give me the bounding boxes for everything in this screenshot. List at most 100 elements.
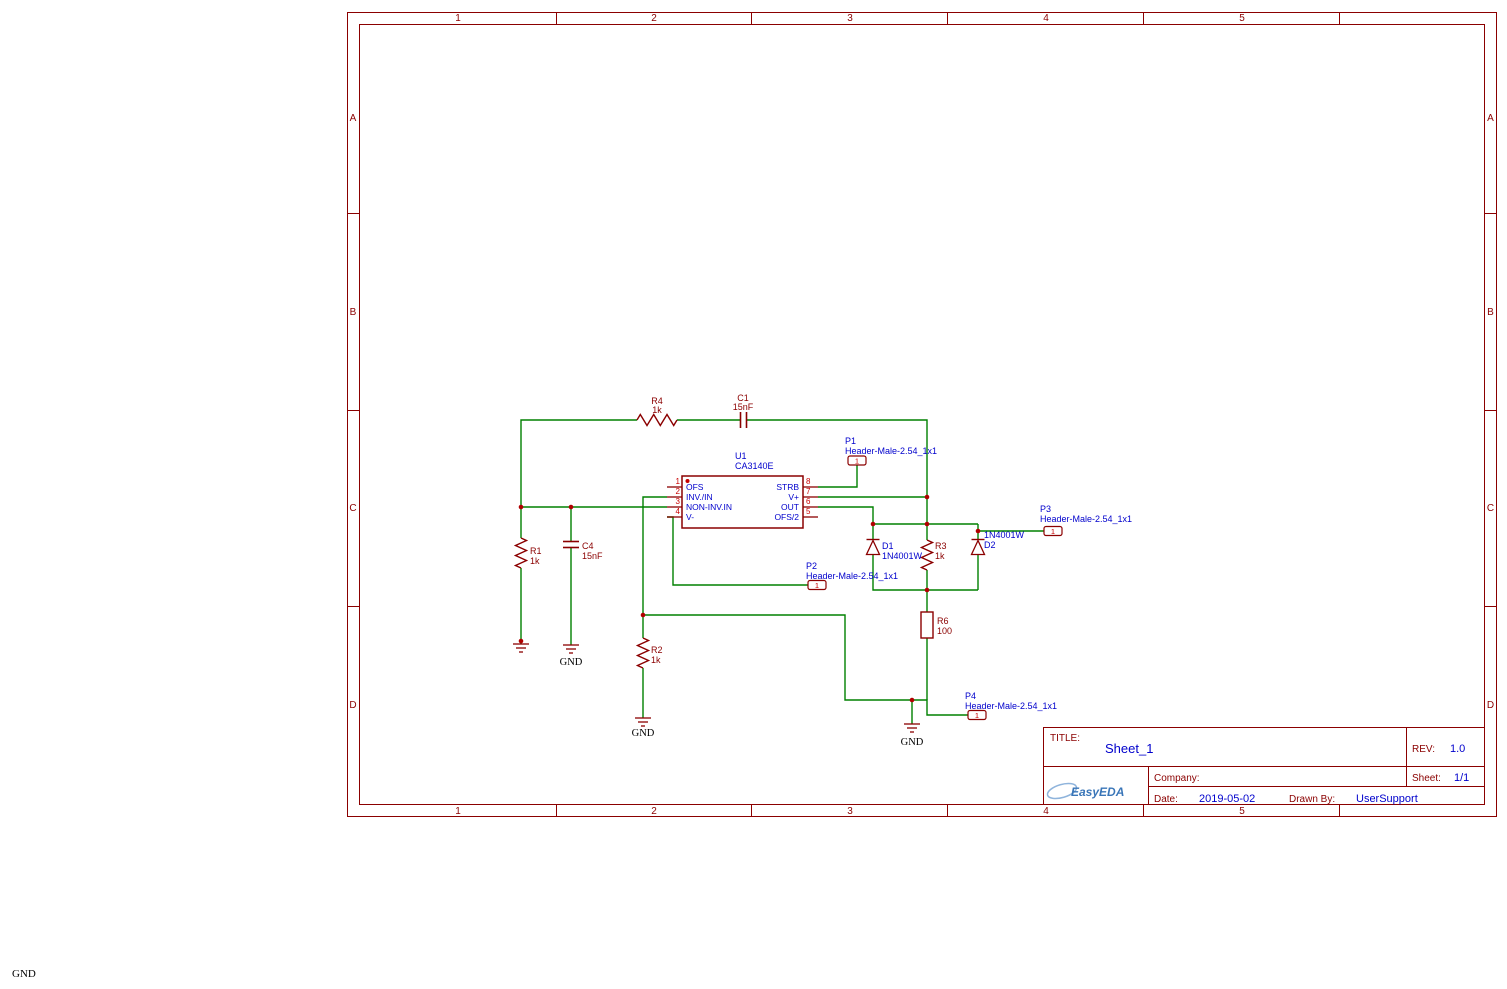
junction-dot: [568, 504, 574, 510]
gnd-symbol-2: [563, 644, 579, 654]
junction-dot: [924, 521, 930, 527]
date-label: Date:: [1154, 794, 1178, 805]
gnd-symbol-1: [513, 643, 529, 653]
junction-dot: [909, 697, 915, 703]
easyeda-logo-swoosh: [1046, 782, 1078, 800]
gnd-net-label: GND: [901, 737, 924, 748]
column-label-bottom: 1: [455, 806, 461, 817]
component-r6: R6 100: [920, 611, 952, 639]
u1-pin-name: OFS: [686, 482, 704, 492]
easyeda-logo-text: EasyEDA: [1071, 785, 1124, 799]
c4-value-label: 15nF: [582, 551, 603, 561]
p4-ref-label: P4: [965, 691, 976, 701]
drawn-by-value: UserSupport: [1356, 793, 1418, 805]
component-p3: 1 P3 Header-Male-2.54_1x1: [1040, 504, 1132, 537]
d1-ref-label: D1: [882, 541, 894, 551]
d2-triangle: [970, 538, 986, 556]
p1-pin-number: 1: [855, 457, 859, 466]
title-block: TITLE: Sheet_1 REV: 1.0 Company: Sheet: …: [1043, 727, 1485, 805]
r3-ref-label: R3: [935, 541, 947, 551]
r3-value-label: 1k: [935, 551, 945, 561]
u1-pin-name: V+: [788, 492, 799, 502]
u1-ref-label: U1: [735, 451, 747, 461]
wire-segment: [747, 419, 928, 524]
p1-ref-label: P1: [845, 436, 856, 446]
r4-value-label: 1k: [652, 405, 662, 415]
p2-ref-label: P2: [806, 561, 817, 571]
gnd-symbol-4: [904, 723, 920, 733]
column-label-top: 5: [1239, 13, 1245, 24]
frame-inner-border: [359, 24, 1485, 805]
r6-ref-label: R6: [937, 616, 949, 626]
u1-pin-number: 6: [806, 497, 811, 506]
d1-value-label: 1N4001W: [882, 551, 923, 561]
column-label-top: 4: [1043, 13, 1049, 24]
rev-value: 1.0: [1450, 743, 1465, 755]
row-label-left: C: [349, 503, 356, 514]
row-label-left: B: [350, 307, 357, 318]
component-p4: 1 P4 Header-Male-2.54_1x1: [965, 691, 1057, 721]
component-r4: R4 1k: [636, 396, 678, 427]
easyeda-logo: EasyEDA: [1046, 782, 1124, 800]
u1-pin-number: 7: [806, 487, 811, 496]
column-label-bottom: 3: [847, 806, 853, 817]
wire-segment: [818, 506, 874, 524]
u1-pin-name: OFS/2: [774, 512, 799, 522]
gnd-symbol-3: [635, 717, 651, 727]
row-label-left: D: [349, 700, 356, 711]
r6-value-label: 100: [937, 626, 952, 636]
p4-pin-number: 1: [975, 711, 979, 720]
junction-dot: [975, 528, 981, 534]
u1-pin-number: 2: [676, 487, 681, 496]
column-label-bottom: 4: [1043, 806, 1049, 817]
d1-triangle: [865, 538, 881, 556]
component-r2: R2 1k: [635, 637, 663, 669]
sheet-frame: [347, 12, 1497, 817]
u1-pin-number: 5: [806, 507, 811, 516]
row-label-right: B: [1487, 307, 1494, 318]
wire-segment: [643, 614, 968, 716]
r1-ref-label: R1: [530, 546, 542, 556]
u1-pin-number: 8: [806, 477, 811, 486]
column-label-top: 1: [455, 13, 461, 24]
drawn-by-label: Drawn By:: [1289, 794, 1335, 805]
component-c4: C4 15nF: [563, 540, 603, 561]
junction-dots: [518, 494, 981, 703]
gnd-net-label: GND: [632, 728, 655, 739]
c1-value-label: 15nF: [733, 402, 754, 412]
p1-value-label: Header-Male-2.54_1x1: [845, 446, 937, 456]
u1-pin-number: 1: [676, 477, 681, 486]
column-label-top: 2: [651, 13, 657, 24]
r1-value-label: 1k: [530, 556, 540, 566]
u1-pin1-marker: [685, 479, 690, 483]
wire-segment: [818, 465, 858, 488]
p3-body: [1043, 525, 1063, 537]
wire-segment: [872, 555, 978, 591]
u1-pin-name: OUT: [781, 502, 799, 512]
p3-pin-number: 1: [1051, 527, 1055, 536]
row-label-right: C: [1487, 503, 1494, 514]
r2-symbol: [635, 637, 651, 669]
junction-dot: [518, 504, 524, 510]
junction-dot: [924, 494, 930, 500]
p2-value-label: Header-Male-2.54_1x1: [806, 571, 898, 581]
u1-pin-name: NON-INV.IN: [686, 502, 732, 512]
component-p1: 1 P1 Header-Male-2.54_1x1: [845, 436, 937, 466]
component-c1: C1 15nF: [733, 393, 754, 428]
r1-symbol: [513, 537, 529, 569]
r4-symbol: [636, 413, 678, 427]
wire-segment: [520, 419, 637, 538]
u1-body: [681, 475, 804, 529]
c1-ref-label: C1: [737, 393, 749, 403]
component-r3: R3 1k: [919, 539, 947, 571]
junction-dot: [870, 521, 876, 527]
company-label: Company:: [1154, 773, 1200, 784]
rev-label: REV:: [1412, 744, 1435, 755]
junction-dot: [640, 612, 646, 618]
title-label: TITLE:: [1050, 733, 1080, 744]
wires: [520, 419, 1044, 724]
component-d2: 1N4001W D2: [970, 530, 1025, 556]
column-label-bottom: 5: [1239, 806, 1245, 817]
component-u1-opamp: U1 CA3140E OFS INV./IN NON-INV.IN V- STR…: [667, 451, 818, 529]
r3-symbol: [919, 539, 935, 571]
